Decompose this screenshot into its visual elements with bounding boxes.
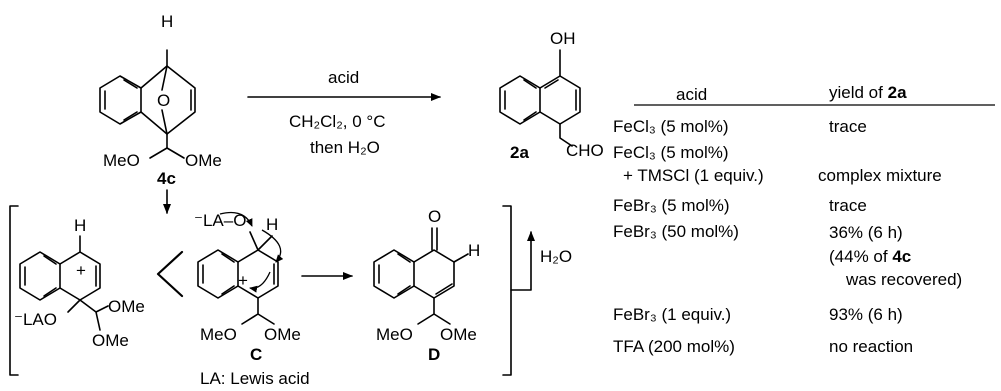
lewis-acid-note: LA: Lewis acid xyxy=(200,369,310,388)
D-ome-left: MeO xyxy=(376,325,413,344)
table-row-2-yield: complex mixture xyxy=(818,166,942,185)
table-row-4-yield: 36% (6 h) xyxy=(829,223,903,242)
table-row-3-yield: trace xyxy=(829,196,867,215)
D-ome-right: OMe xyxy=(440,325,477,344)
2a-label: 2a xyxy=(510,143,529,162)
table-row-2-additive: + TMSCl (1 equiv.) xyxy=(623,166,764,185)
arrow-workup: then H₂O xyxy=(310,138,380,157)
arrow-reagent: acid xyxy=(328,68,359,87)
results-table: acid yield of 2a FeCl₃ (5 mol%) trace Fe… xyxy=(613,83,995,356)
cation-plus: + xyxy=(76,261,86,280)
compound-2a: OH CHO 2a xyxy=(499,29,604,162)
C-ome-right: OMe xyxy=(264,325,301,344)
intermediate-cation: H + ⁻LAO OMe OMe xyxy=(14,216,145,350)
D-h: H xyxy=(468,241,480,260)
table-row-5-acid: FeBr₃ (1 equiv.) xyxy=(613,305,731,324)
cation-ome-1: OMe xyxy=(108,297,145,316)
table-row-4-acid: FeBr₃ (50 mol%) xyxy=(613,222,739,241)
D-o: O xyxy=(428,207,441,226)
4c-bridge-o: O xyxy=(157,91,170,110)
bracket-left xyxy=(9,205,19,376)
hydrolysis-arrow xyxy=(510,231,535,291)
table-header-acid: acid xyxy=(676,85,707,104)
table-header-yield: yield of 2a xyxy=(829,83,907,102)
C-h: H xyxy=(266,215,278,234)
D-label: D xyxy=(428,345,440,364)
table-row-4-note-2: was recovered) xyxy=(845,270,962,289)
arrow-conditions: CH₂Cl₂, 0 °C xyxy=(289,112,386,131)
table-row-3-acid: FeBr₃ (5 mol%) xyxy=(613,196,730,215)
4c-h: H xyxy=(161,12,173,31)
C-ome-left: MeO xyxy=(200,325,237,344)
table-row-6-acid: TFA (200 mol%) xyxy=(613,337,735,356)
C-plus: + xyxy=(238,271,248,290)
C-lao: ⁻LA–O xyxy=(194,211,246,230)
cation-lao: ⁻LAO xyxy=(14,310,57,329)
compound-4c: H O MeO OMe 4c xyxy=(99,12,222,188)
table-row-4-note: (44% of 4c xyxy=(829,247,911,266)
table-row-6-yield: no reaction xyxy=(829,337,913,356)
table-row-2-acid: FeCl₃ (5 mol%) xyxy=(613,143,729,162)
cation-h: H xyxy=(74,216,86,235)
4c-ome-right: OMe xyxy=(185,151,222,170)
table-row-1-yield: trace xyxy=(829,117,867,136)
2a-cho: CHO xyxy=(566,141,604,160)
4c-label: 4c xyxy=(157,169,176,188)
cation-ome-2: OMe xyxy=(92,331,129,350)
table-row-5-yield: 93% (6 h) xyxy=(829,305,903,324)
intermediate-D: O H MeO OMe D xyxy=(373,207,480,364)
4c-ome-left: MeO xyxy=(103,151,140,170)
2a-oh: OH xyxy=(550,29,576,48)
intermediate-C: ⁻LA–O H + MeO OMe C xyxy=(194,211,301,364)
table-row-1-acid: FeCl₃ (5 mol%) xyxy=(613,117,729,136)
C-label: C xyxy=(250,345,262,364)
bracket-right xyxy=(502,205,512,376)
h2o-label: H₂O xyxy=(540,247,572,266)
resonance-chevron xyxy=(156,250,184,298)
